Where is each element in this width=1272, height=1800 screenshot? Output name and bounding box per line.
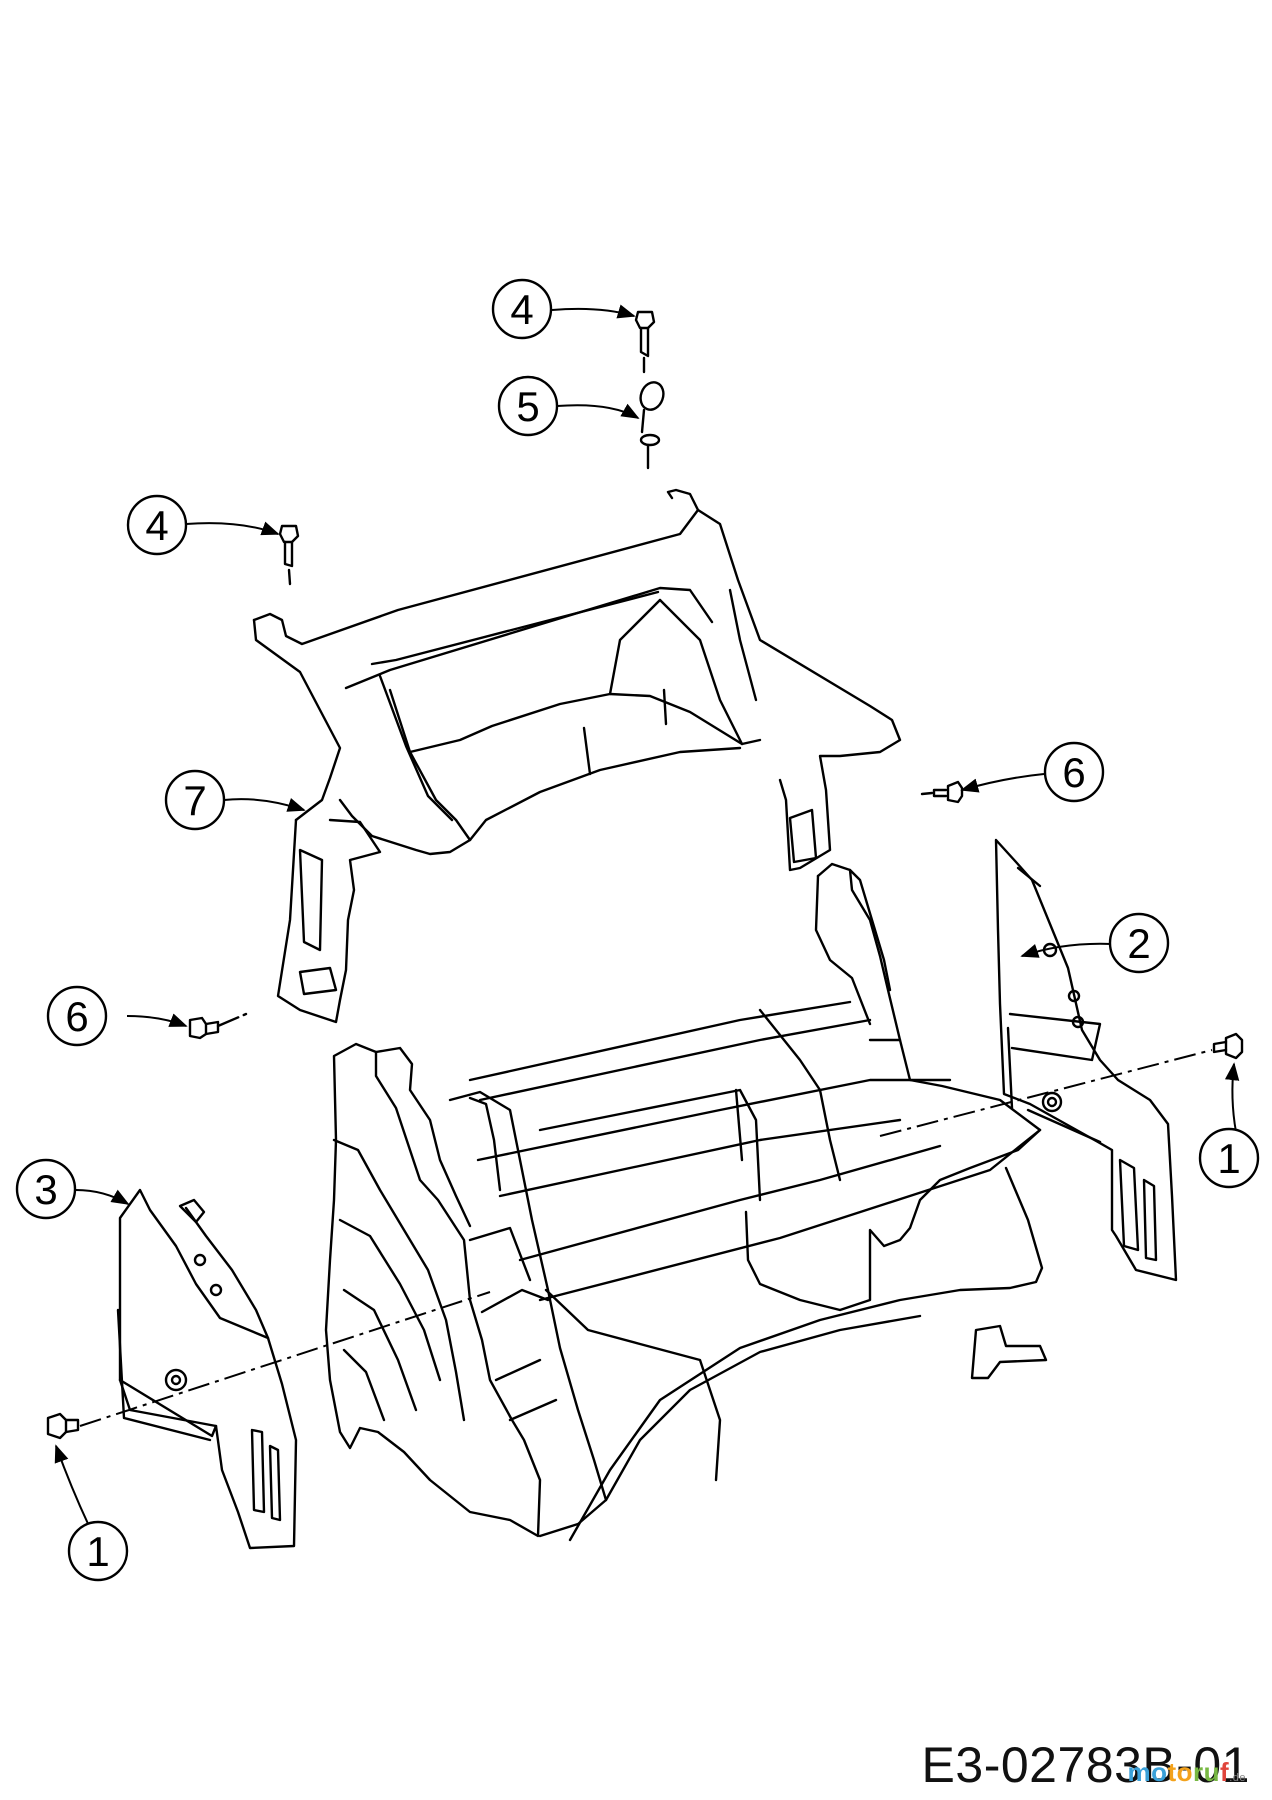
ring-pin: [639, 381, 665, 472]
callout-3: 3: [15, 1158, 77, 1220]
callout-1-right: 1: [1198, 1127, 1260, 1189]
callout-number: 6: [1062, 749, 1085, 796]
callout-number: 2: [1127, 920, 1150, 967]
axis-left: [79, 1291, 491, 1427]
frame-body: [324, 862, 1048, 1542]
bracket-right-2: [994, 838, 1178, 1282]
callout-6-right: 6: [1043, 741, 1105, 803]
leader-lines: [54, 304, 1240, 1529]
bracket-left-3: [116, 1188, 298, 1550]
callout-2: 2: [1108, 912, 1170, 974]
screw-6-right: [920, 780, 964, 804]
callout-number: 4: [145, 502, 168, 549]
upper-cover-7: [252, 488, 902, 1024]
callout-number: 6: [65, 993, 88, 1040]
callout-1-left: 1: [67, 1520, 129, 1582]
watermark-logo: motoruf.de: [1127, 1757, 1246, 1788]
screw-1-right: [1212, 1032, 1244, 1060]
callout-4-top: 4: [491, 278, 553, 340]
callout-6-left: 6: [46, 985, 108, 1047]
screw-1-left: [46, 1412, 80, 1440]
watermark-part: f: [1220, 1757, 1230, 1787]
screw-6-left: [188, 1012, 248, 1040]
watermark-part: to: [1167, 1757, 1194, 1787]
bolt-left: [278, 524, 300, 586]
callout-number: 5: [516, 383, 539, 430]
callout-number: 1: [1217, 1135, 1240, 1182]
callout-7: 7: [164, 769, 226, 831]
watermark-part: ru: [1193, 1757, 1221, 1787]
callout-5: 5: [497, 375, 559, 437]
callout-4-left: 4: [126, 494, 188, 556]
drawing-number: E3-02783B-01: [921, 1737, 1250, 1793]
watermark-tld: .de: [1229, 1772, 1246, 1784]
callout-number: 4: [510, 286, 533, 333]
bolt-top: [634, 310, 656, 374]
callout-number: 7: [183, 777, 206, 824]
watermark-part: mo: [1127, 1757, 1168, 1787]
axis-right: [879, 1049, 1213, 1137]
callout-number: 3: [34, 1166, 57, 1213]
callout-number: 1: [86, 1528, 109, 1575]
